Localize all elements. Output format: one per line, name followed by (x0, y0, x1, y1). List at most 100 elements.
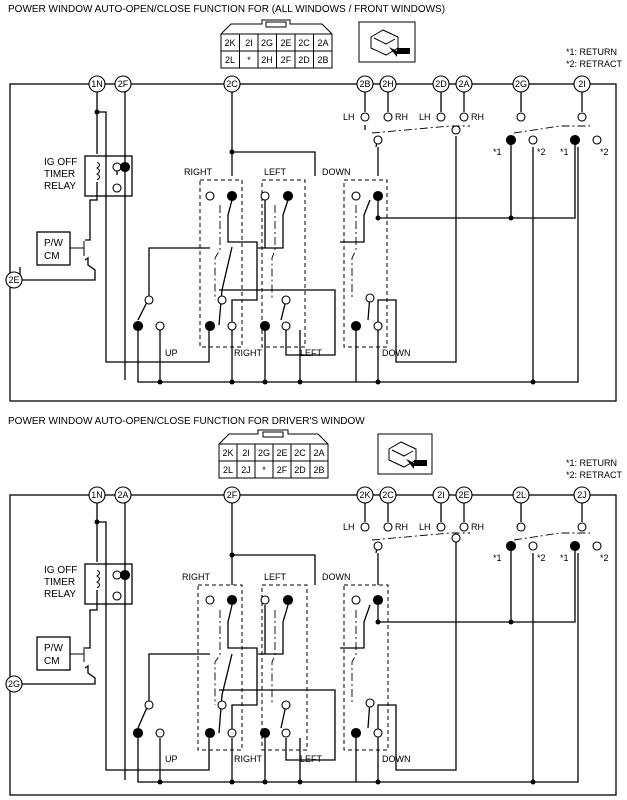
pin-label: 2D (298, 55, 310, 65)
terminal-label: 2L (516, 490, 526, 500)
terminal-label: 2F (118, 79, 129, 89)
terminal-label: 2A (458, 79, 469, 89)
switch-right (197, 584, 243, 751)
relay-label: IG OFF (44, 565, 77, 576)
terminal-label: 2A (117, 490, 128, 500)
linkage (271, 610, 276, 705)
terminal-label: 2G (515, 79, 527, 89)
note-return: *1: RETURN (566, 47, 617, 57)
pin-label: 2A (317, 38, 328, 48)
note-retract: *2: RETRACT (566, 59, 623, 69)
pwcm-label: P/W (44, 643, 63, 654)
terminal-label: 2C (226, 79, 238, 89)
pin-label: 2F (281, 55, 292, 65)
pin-label: 2E (276, 448, 287, 458)
switch-left (261, 584, 308, 751)
connector-face-2: 2K 2I 2G 2E 2C 2A 2L 2J * 2F 2D 2B (218, 429, 329, 479)
pin-label: 2C (298, 38, 310, 48)
retract-marker: *2 (600, 553, 609, 563)
terminal-label: 2E (8, 275, 19, 285)
right-label: RIGHT (234, 348, 263, 358)
pin-label: 2B (313, 465, 324, 475)
terminal-label: 2D (435, 79, 447, 89)
rh-label: RH (471, 112, 484, 122)
linkage (351, 610, 357, 705)
pwcm-label: CM (44, 656, 60, 667)
return-marker: *1 (560, 553, 569, 563)
relay-label: TIMER (44, 577, 75, 588)
diagram-1: POWER WINDOW AUTO-OPEN/CLOSE FUNCTION FO… (5, 4, 623, 402)
switch-down (343, 584, 389, 751)
contacts (112, 522, 602, 739)
switch-left-label: LEFT (264, 572, 287, 582)
note-retract: *2: RETRACT (566, 470, 623, 480)
switch-right-label: RIGHT (184, 167, 213, 177)
junctions (94, 519, 536, 785)
transistor-icon (70, 241, 85, 256)
terminal-label: 2I (578, 79, 586, 89)
pin-label: 2I (242, 448, 250, 458)
relay-label: RELAY (44, 181, 76, 192)
pin-label: * (262, 465, 266, 475)
pin-label: 2K (224, 38, 235, 48)
pin-label: 2F (277, 465, 288, 475)
pin-label: 2H (261, 55, 273, 65)
linkage (214, 205, 221, 300)
return-marker: *1 (493, 553, 502, 563)
note-return: *1: RETURN (566, 458, 617, 468)
pin-label: 2K (222, 448, 233, 458)
terminal-label: 2H (382, 79, 394, 89)
rh-label: RH (395, 112, 408, 122)
lh-label: LH (419, 112, 431, 122)
rh-label: RH (395, 522, 408, 532)
switch-down (343, 179, 388, 348)
pin-label: 2G (258, 448, 270, 458)
left-label: LEFT (300, 754, 323, 764)
diagram-2-title: POWER WINDOW AUTO-OPEN/CLOSE FUNCTION FO… (8, 416, 365, 427)
pwcm-label: CM (44, 251, 60, 262)
linkage (513, 125, 590, 134)
linkage (371, 125, 470, 134)
terminal-label: 2F (227, 490, 238, 500)
switch-down-label: DOWN (322, 572, 351, 582)
diagram-2: POWER WINDOW AUTO-OPEN/CLOSE FUNCTION FO… (5, 416, 623, 796)
up-label: UP (165, 348, 178, 358)
rh-label: RH (471, 522, 484, 532)
pin-label: 2E (280, 38, 291, 48)
linkage (271, 205, 276, 300)
switch-down-label: DOWN (322, 167, 351, 177)
pin-label: 2I (245, 38, 253, 48)
pwcm-label: P/W (44, 238, 63, 249)
terminal-label: 2E (458, 490, 469, 500)
pin-label: 2G (261, 38, 273, 48)
diagram-frame (9, 494, 617, 796)
switch-left-label: LEFT (264, 167, 287, 177)
relay-label: TIMER (44, 169, 75, 180)
lh-label: LH (343, 112, 355, 122)
return-marker: *1 (493, 147, 502, 157)
left-label: LEFT (300, 348, 323, 358)
connector-icon (358, 21, 416, 63)
terminal-label: 1N (91, 79, 103, 89)
pin-label: 2B (317, 55, 328, 65)
pin-label: 2D (294, 465, 306, 475)
retract-marker: *2 (537, 553, 546, 563)
diagram-frame (9, 83, 617, 402)
terminal-row-2: 1N 2A 2F 2K 2C 2I 2E 2L 2J 2G (5, 486, 591, 693)
relay-label: IG OFF (44, 157, 77, 168)
pin-label: 2C (294, 448, 306, 458)
linkage (214, 610, 221, 705)
diagram-1-title: POWER WINDOW AUTO-OPEN/CLOSE FUNCTION FO… (8, 4, 445, 15)
lh-label: LH (343, 522, 355, 532)
terminal-row-1: 1N 2F 2C 2B 2H 2D 2A 2G 2I 2E (5, 75, 591, 289)
linkage (513, 532, 590, 541)
terminal-label: 2I (437, 490, 445, 500)
linkage (371, 532, 470, 541)
terminal-label: 2K (359, 490, 370, 500)
pin-label: 2L (223, 465, 233, 475)
switch-right-label: RIGHT (182, 572, 211, 582)
terminal-label: 2J (577, 490, 587, 500)
pin-label: 2A (313, 448, 324, 458)
switch-right (199, 179, 243, 348)
down-label: DOWN (382, 348, 411, 358)
